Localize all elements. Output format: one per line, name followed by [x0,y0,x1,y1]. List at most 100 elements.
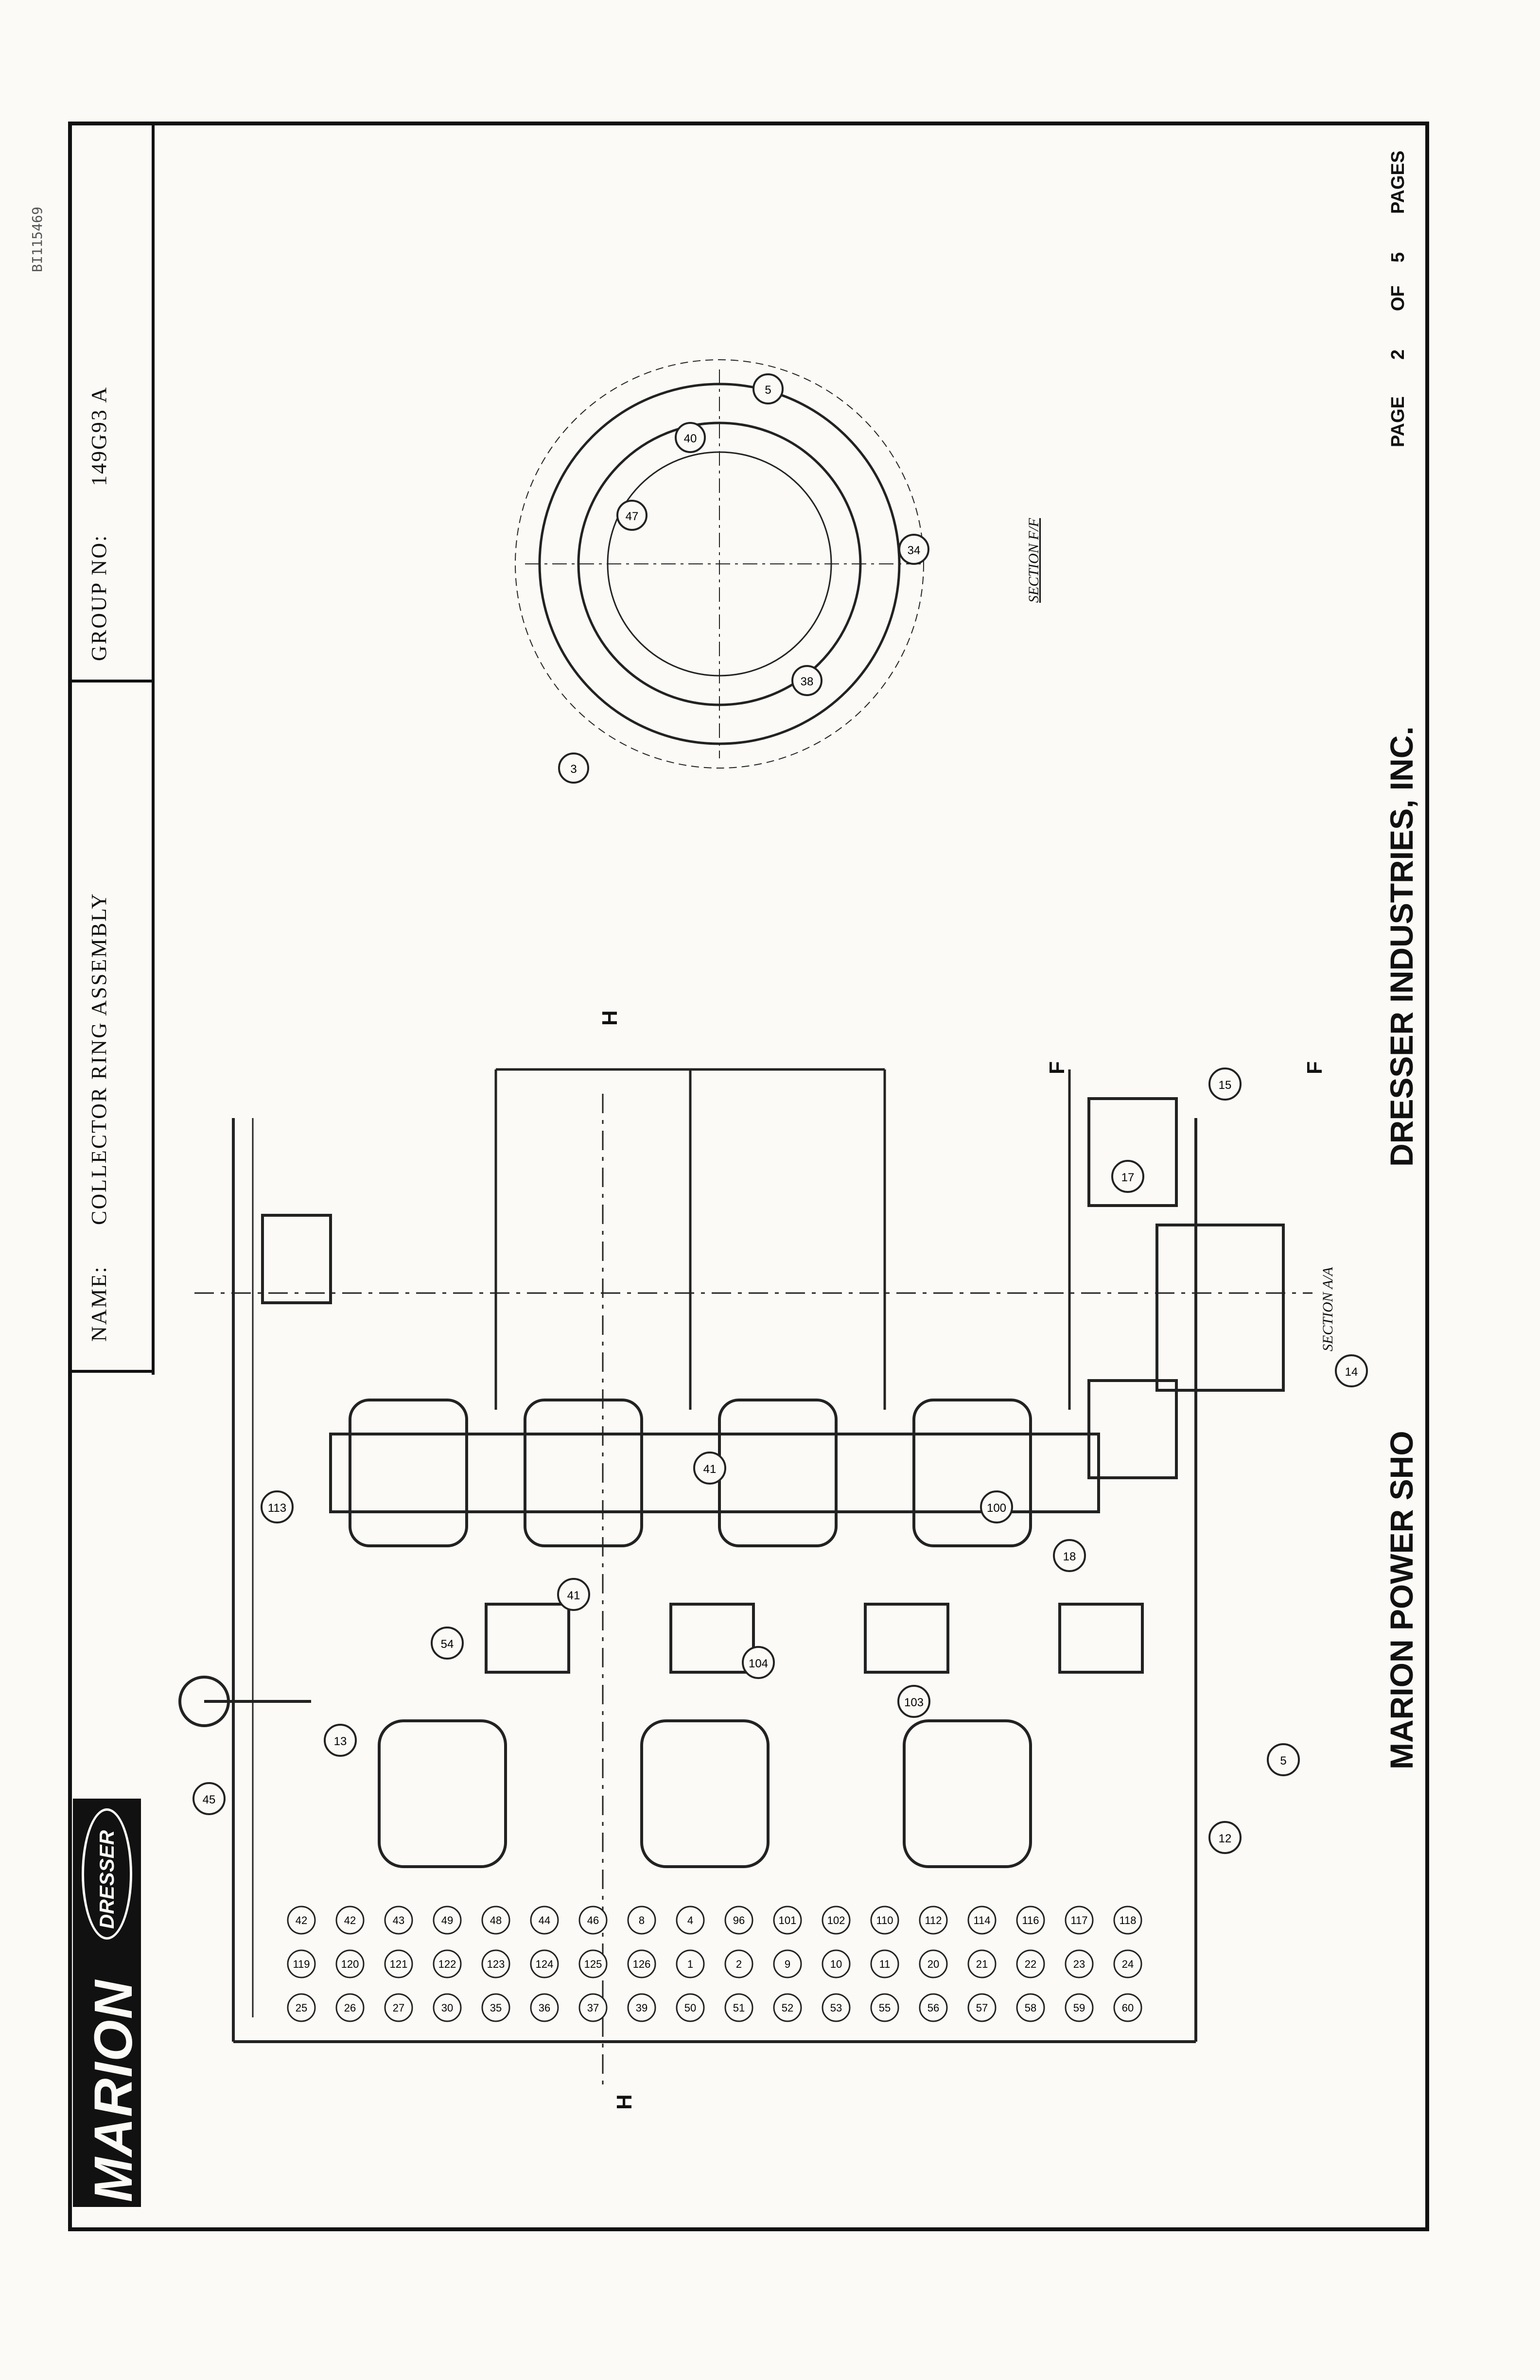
callout-balloon [919,1993,948,2022]
callout-balloon [1065,1906,1094,1935]
callout-balloon [1016,1906,1045,1935]
callout-number: 52 [782,2002,793,2014]
callout-balloon [481,1949,510,1978]
callout-number: 17 [1121,1171,1135,1184]
callout-number: 53 [830,2002,842,2014]
callout-balloon [676,1993,705,2022]
callout-number: 120 [341,1958,359,1970]
callout-balloon [481,1993,510,2022]
callout-number: 96 [733,1914,745,1926]
title-block-bottom [72,1370,152,1373]
callout-number: 24 [1122,1958,1134,1970]
callout-number: 1 [687,1958,693,1970]
callout-number: 102 [827,1914,845,1926]
bottom-tube [1155,1224,1285,1392]
callout-number: 126 [633,1958,651,1970]
callout-number: 43 [393,1914,404,1926]
callout-number: 45 [203,1793,216,1806]
callout-number: 2 [736,1958,742,1970]
callout-number: 100 [987,1502,1006,1515]
callout-balloon [384,1949,413,1978]
callout-balloon [919,1949,948,1978]
callout-balloon [1016,1993,1045,2022]
callout-number: 59 [1073,2002,1085,2014]
callout-balloon [433,1993,462,2022]
callout-balloon [384,1993,413,2022]
callout-number: 51 [733,2002,745,2014]
callout-number: 42 [296,1914,307,1926]
callout-balloon [530,1993,559,2022]
callout-balloon [481,1906,510,1935]
callout-balloon [822,1906,851,1935]
callout-number: 35 [490,2002,502,2014]
cut-letter-f-bottom: F [1303,1061,1327,1074]
brush-holders [485,1603,1144,1674]
callout-balloon [724,1906,753,1935]
callout-number: 101 [779,1914,797,1926]
callout-number: 5 [765,384,771,397]
callout-balloon [578,1949,608,1978]
callout-number: 22 [1025,1958,1036,1970]
callout-number: 12 [1219,1832,1232,1845]
callout-balloon [822,1993,851,2022]
callout-number: 57 [976,2002,988,2014]
callout-balloon [530,1906,559,1935]
callout-balloon [287,1906,316,1935]
callout-number: 41 [703,1463,717,1476]
callout-number: 113 [268,1502,286,1515]
callout-balloon [335,1949,365,1978]
callout-balloon [287,1993,316,2022]
callout-number: 47 [626,510,639,523]
callout-number: 55 [879,2002,891,2014]
cut-letter-h-top: H [598,1010,622,1026]
callout-number: 104 [749,1657,768,1670]
insulator-stacks [349,1399,1032,1547]
callout-balloon [578,1906,608,1935]
eye-bolt [178,1676,230,1727]
callout-number: 114 [973,1914,990,1926]
callout-balloon [870,1949,899,1978]
callout-balloon [870,1993,899,2022]
callout-balloon [287,1949,316,1978]
drawing-frame [68,122,1429,2231]
callout-balloon [1113,1949,1142,1978]
insulator-shaft [329,1433,1100,1513]
cut-letter-h-bottom: H [612,2094,636,2110]
callout-balloon [627,1993,656,2022]
callout-numbers: 4511313544141104103100181715141255338344… [203,384,1358,2022]
callout-balloon [870,1906,899,1935]
ring-plates [494,1068,1071,1410]
callout-number: 46 [587,1914,599,1926]
callout-balloon [1113,1993,1142,2022]
callout-number: 13 [334,1735,347,1748]
callout-balloon [919,1906,948,1935]
callout-balloon [676,1949,705,1978]
callout-number: 23 [1073,1958,1085,1970]
callout-number: 58 [1025,2002,1036,2014]
callout-number: 103 [904,1696,924,1709]
callout-number: 30 [441,2002,453,2014]
callout-balloon [967,1949,997,1978]
callout-number: 39 [636,2002,648,2014]
callout-balloon [1065,1949,1094,1978]
callout-balloon [578,1993,608,2022]
callout-balloon [773,1949,802,1978]
callout-balloon [822,1949,851,1978]
callout-balloon [335,1993,365,2022]
section-ff-label: SECTION F/F [1026,518,1042,603]
callout-number: 36 [539,2002,550,2014]
callout-balloon [1065,1993,1094,2022]
callout-balloon [724,1949,753,1978]
callout-balloon [967,1906,997,1935]
lower-insulators [378,1719,1032,1868]
callout-balloon [1113,1906,1142,1935]
callout-number: 110 [876,1914,893,1926]
callout-number: 3 [570,763,577,776]
top-mount [261,1214,332,1304]
callout-number: 49 [441,1914,453,1926]
callout-balloon [627,1906,656,1935]
title-block-divider [72,680,152,682]
callout-number: 9 [785,1958,790,1970]
callout-number: 40 [684,432,697,445]
